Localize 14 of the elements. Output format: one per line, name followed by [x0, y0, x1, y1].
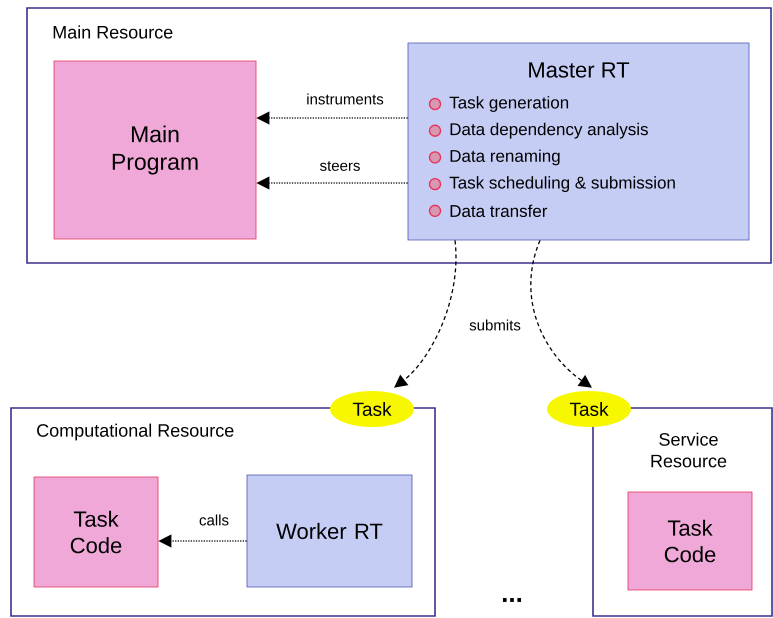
code-box: Task Code: [628, 492, 752, 590]
code-box: Main Program: [54, 60, 256, 240]
list-item: Data dependency analysis: [450, 122, 648, 139]
edge-label: submits: [468, 318, 522, 332]
runtime-box: Worker RT: [246, 474, 412, 588]
list-item: Task generation: [450, 96, 568, 112]
list-item: Task scheduling & submission: [450, 176, 675, 192]
edge-label: steers: [318, 160, 362, 172]
edge-label: calls: [198, 512, 230, 527]
list-item: Data transfer: [450, 204, 548, 218]
edge-label: instruments: [304, 92, 386, 106]
code-box: Task Code: [34, 476, 158, 588]
list-item: Data renaming: [450, 149, 560, 166]
ellipsis-text: ...: [502, 598, 522, 602]
